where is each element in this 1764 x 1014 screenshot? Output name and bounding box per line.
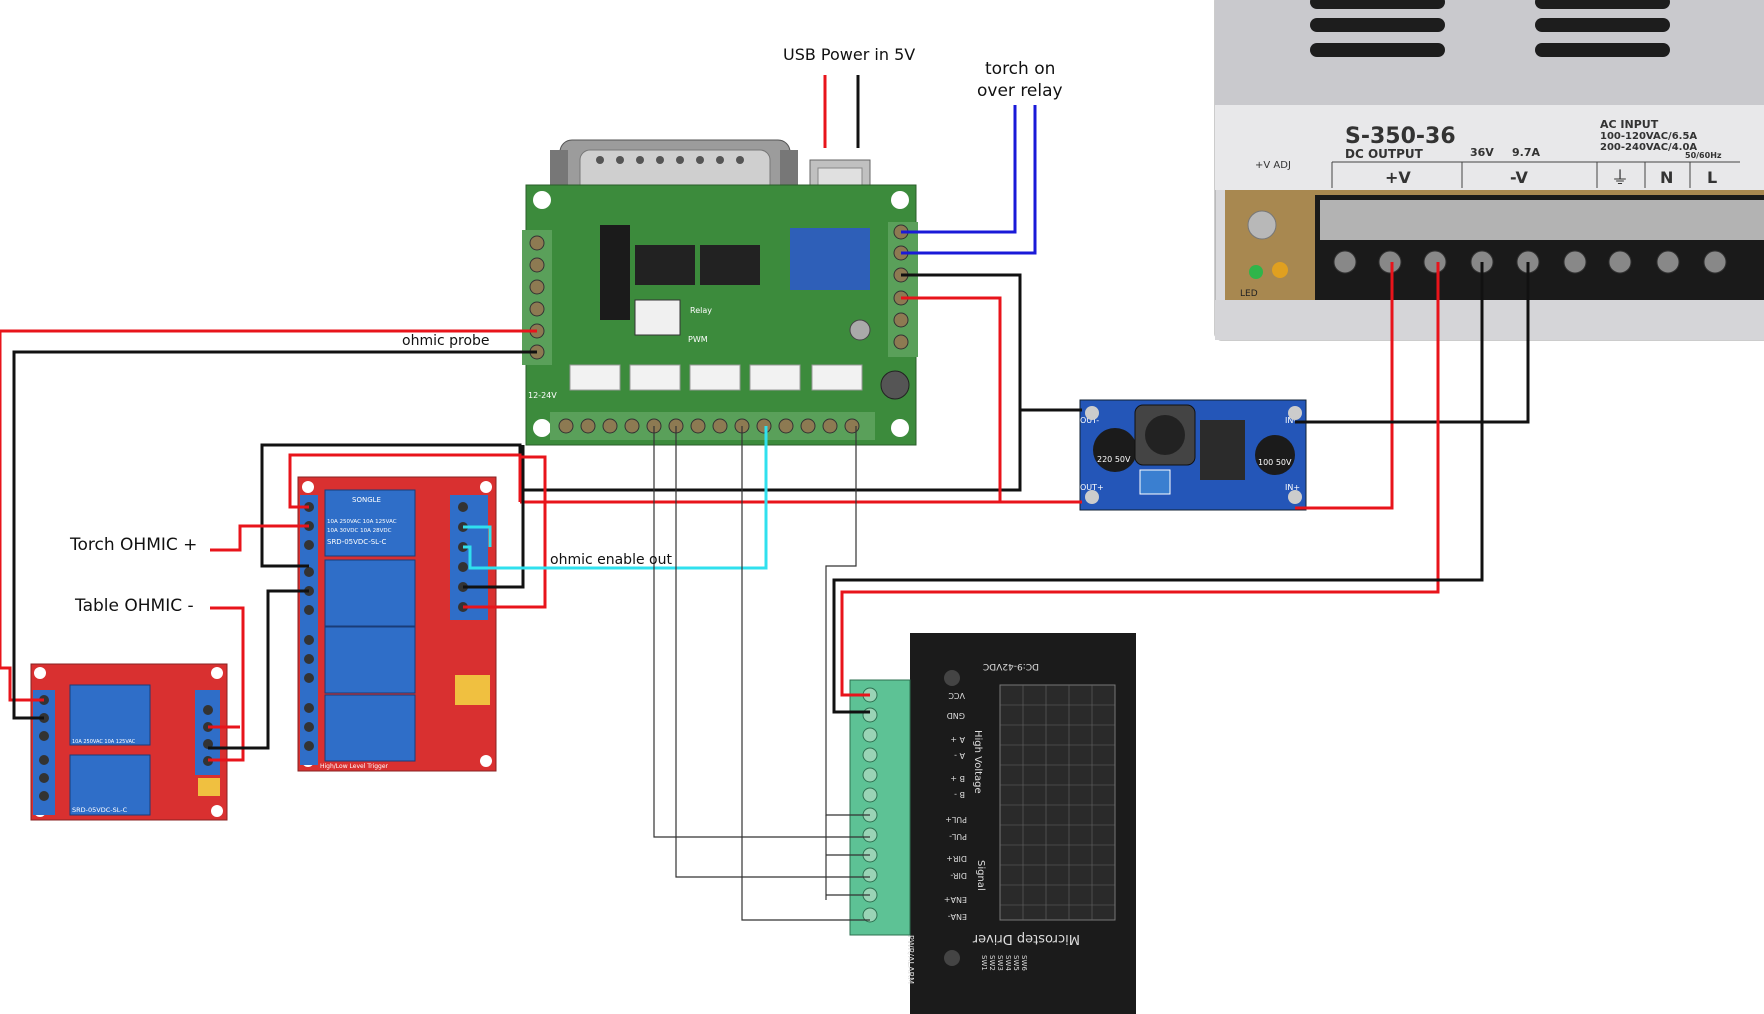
wire-relay-black-2 — [463, 445, 525, 589]
relay2-rating1: 10A 250VAC 10A 125VAC — [72, 739, 136, 745]
labels: USB Power in 5V torch on over relay ohmi… — [69, 45, 1063, 616]
label-torch-on-1: torch on — [985, 59, 1055, 79]
label-ohmic-probe: ohmic probe — [402, 333, 490, 349]
driver-pin-pul-minus: PUL- — [949, 832, 967, 841]
driver-pin-a-minus: A - — [954, 751, 965, 760]
driver-pin-dir-plus: DIR+ — [946, 854, 967, 863]
driver-pin-labels: VCC GND A + A - B + B - PUL+ PUL- DIR+ D… — [944, 691, 967, 921]
relay4-trigger: High/Low Level Trigger — [320, 763, 389, 770]
wire-psu-minus-buck — [1295, 262, 1530, 424]
buck-cap1: 220 50V — [1097, 455, 1131, 464]
wire-torch-ohmic — [210, 524, 309, 552]
psu-led-label: LED — [1240, 289, 1258, 299]
label-torch-on-2: over relay — [977, 81, 1063, 101]
ground-icon: ⏚ — [1611, 168, 1629, 189]
driver-pin-dir-minus: DIR- — [950, 871, 967, 880]
wire-psu-plus-driver — [840, 262, 1440, 697]
relay4-brand: SONGLE — [352, 496, 381, 504]
buck-converter: 220 50V 100 50V OUT- OUT+ IN+ IN- — [1079, 399, 1307, 511]
relay2-model: SRD-05VDC-SL-C — [72, 806, 128, 814]
wire-signal-1 — [653, 426, 870, 838]
label-table-ohmic: Table OHMIC - — [74, 596, 194, 616]
driver-sw4: SW4 — [1004, 955, 1012, 971]
driver-high-voltage: High Voltage — [972, 730, 983, 794]
wire-relay-link-black — [208, 589, 309, 750]
psu-ac-input-3: 200-240VAC/4.0A — [1600, 142, 1697, 153]
driver-sw6: SW6 — [1020, 955, 1028, 971]
wire-ohmic-enable — [463, 426, 768, 570]
bob-relay-label: Relay — [690, 306, 712, 315]
psu-l: L — [1707, 168, 1717, 187]
wire-board-red-right — [520, 296, 1002, 504]
psu-freq: 50/60Hz — [1685, 151, 1722, 160]
wire-ohmic-probe-black — [12, 350, 537, 720]
wires — [0, 75, 1530, 921]
label-torch-ohmic: Torch OHMIC + — [69, 535, 197, 555]
wire-board-black-right — [520, 273, 1022, 492]
driver-signal: Signal — [975, 860, 986, 891]
driver-title: Microstep Driver — [972, 931, 1080, 946]
psu-minus-v: -V — [1510, 168, 1528, 187]
driver-pin-b-minus: B - — [954, 790, 965, 799]
wire-ohmic-enable-2 — [463, 525, 492, 547]
driver-pwr-alarm: PWR/ALARM — [906, 935, 915, 984]
driver-sw5: SW5 — [1012, 955, 1020, 971]
wire-relay-red-2 — [463, 455, 547, 609]
driver-pin-ena-plus: ENA+ — [944, 895, 967, 904]
driver-sw3: SW3 — [996, 955, 1004, 971]
power-supply: S-350-36 DC OUTPUT 36V 9.7A AC INPUT 100… — [1214, 0, 1764, 341]
bob-pwm-label: PWM — [688, 335, 708, 344]
microstep-driver: DC:9-42VDC Microstep Driver High Voltage… — [849, 633, 1136, 1014]
wire-torch-blue-2 — [901, 105, 1037, 255]
driver-pin-gnd: GND — [947, 711, 965, 720]
buck-out-plus: OUT+ — [1080, 483, 1104, 492]
driver-sw1: SW1 — [980, 955, 988, 971]
driver-pin-pul-plus: PUL+ — [945, 815, 967, 824]
buck-in-minus: IN- — [1285, 416, 1296, 425]
wire-signal-2 — [675, 426, 870, 878]
bob-supply-label: 12-24V — [528, 391, 557, 400]
relay-module-2ch: 10A 250VAC 10A 125VAC SRD-05VDC-SL-C — [30, 663, 228, 821]
driver-pin-ena-minus: ENA- — [948, 912, 967, 921]
buck-cap2: 100 50V — [1258, 458, 1292, 467]
relay4-model: SRD-05VDC-SL-C — [327, 538, 386, 546]
wire-psu-minus-driver — [832, 262, 1484, 714]
breakout-board: Relay PWM 12-24V — [522, 139, 918, 446]
buck-out-minus: OUT- — [1080, 416, 1099, 425]
psu-model: S-350-36 — [1345, 124, 1456, 149]
label-usb-power: USB Power in 5V — [783, 45, 915, 64]
wire-table-ohmic — [208, 606, 245, 762]
driver-sw2: SW2 — [988, 955, 996, 971]
psu-dc-output: DC OUTPUT — [1345, 147, 1424, 161]
wire-torch-blue-1 — [901, 105, 1017, 234]
driver-switch-labels: SW1 SW2 SW3 SW4 SW5 SW6 — [980, 955, 1028, 971]
psu-current: 9.7A — [1512, 146, 1540, 159]
driver-dc: DC:9-42VDC — [983, 661, 1039, 671]
relay-module-4ch: SONGLE 10A 250VAC 10A 125VAC 10A 30VDC 1… — [297, 476, 497, 772]
wire-relay-red-loop — [288, 453, 522, 509]
psu-ac-input-1: AC INPUT — [1600, 118, 1659, 131]
psu-ac-input-2: 100-120VAC/6.5A — [1600, 131, 1697, 142]
buck-in-plus: IN+ — [1285, 483, 1300, 492]
driver-pin-vcc: VCC — [948, 691, 965, 700]
wire-psu-plus-buck — [1295, 262, 1394, 510]
relay4-rating2: 10A 30VDC 10A 28VDC — [327, 528, 392, 534]
driver-pin-b-plus: B + — [950, 774, 965, 783]
wire-signal-3 — [741, 426, 870, 921]
psu-plus-v: +V — [1385, 168, 1411, 187]
label-ohmic-enable: ohmic enable out — [550, 552, 672, 568]
relay4-rating1: 10A 250VAC 10A 125VAC — [327, 519, 397, 525]
psu-voltage: 36V — [1470, 146, 1494, 159]
driver-pin-a-plus: A + — [950, 735, 965, 744]
psu-adj: +V ADJ — [1255, 160, 1291, 171]
psu-n: N — [1660, 168, 1673, 187]
wire-ohmic-probe-red — [0, 329, 537, 702]
wire-signal-4 — [825, 426, 870, 816]
